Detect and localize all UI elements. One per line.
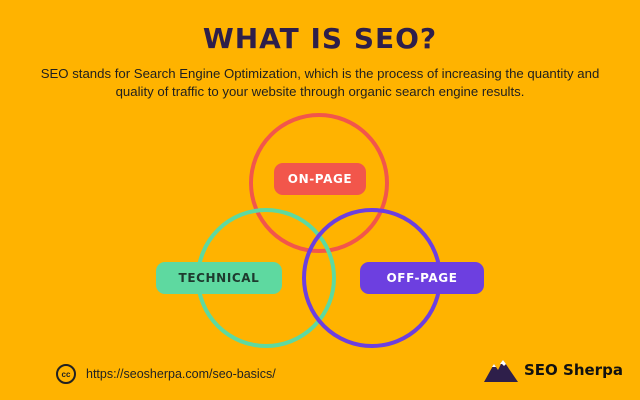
brand-name: SEO Sherpa: [524, 361, 623, 379]
seo-description: SEO stands for Search Engine Optimizatio…: [40, 66, 600, 99]
source-link[interactable]: cc https://seosherpa.com/seo-basics/: [56, 364, 276, 384]
on-page-circle: [249, 113, 389, 253]
mountain-logo-icon: [484, 360, 518, 382]
creative-commons-icon: cc: [56, 364, 76, 384]
on-page-label: ON-PAGE: [274, 163, 366, 195]
source-url[interactable]: https://seosherpa.com/seo-basics/: [86, 367, 276, 381]
brand-logo: SEO Sherpa: [484, 358, 623, 382]
page-title: WHAT IS SEO?: [202, 22, 438, 55]
technical-label: TECHNICAL: [156, 262, 282, 294]
off-page-label: OFF-PAGE: [360, 262, 484, 294]
